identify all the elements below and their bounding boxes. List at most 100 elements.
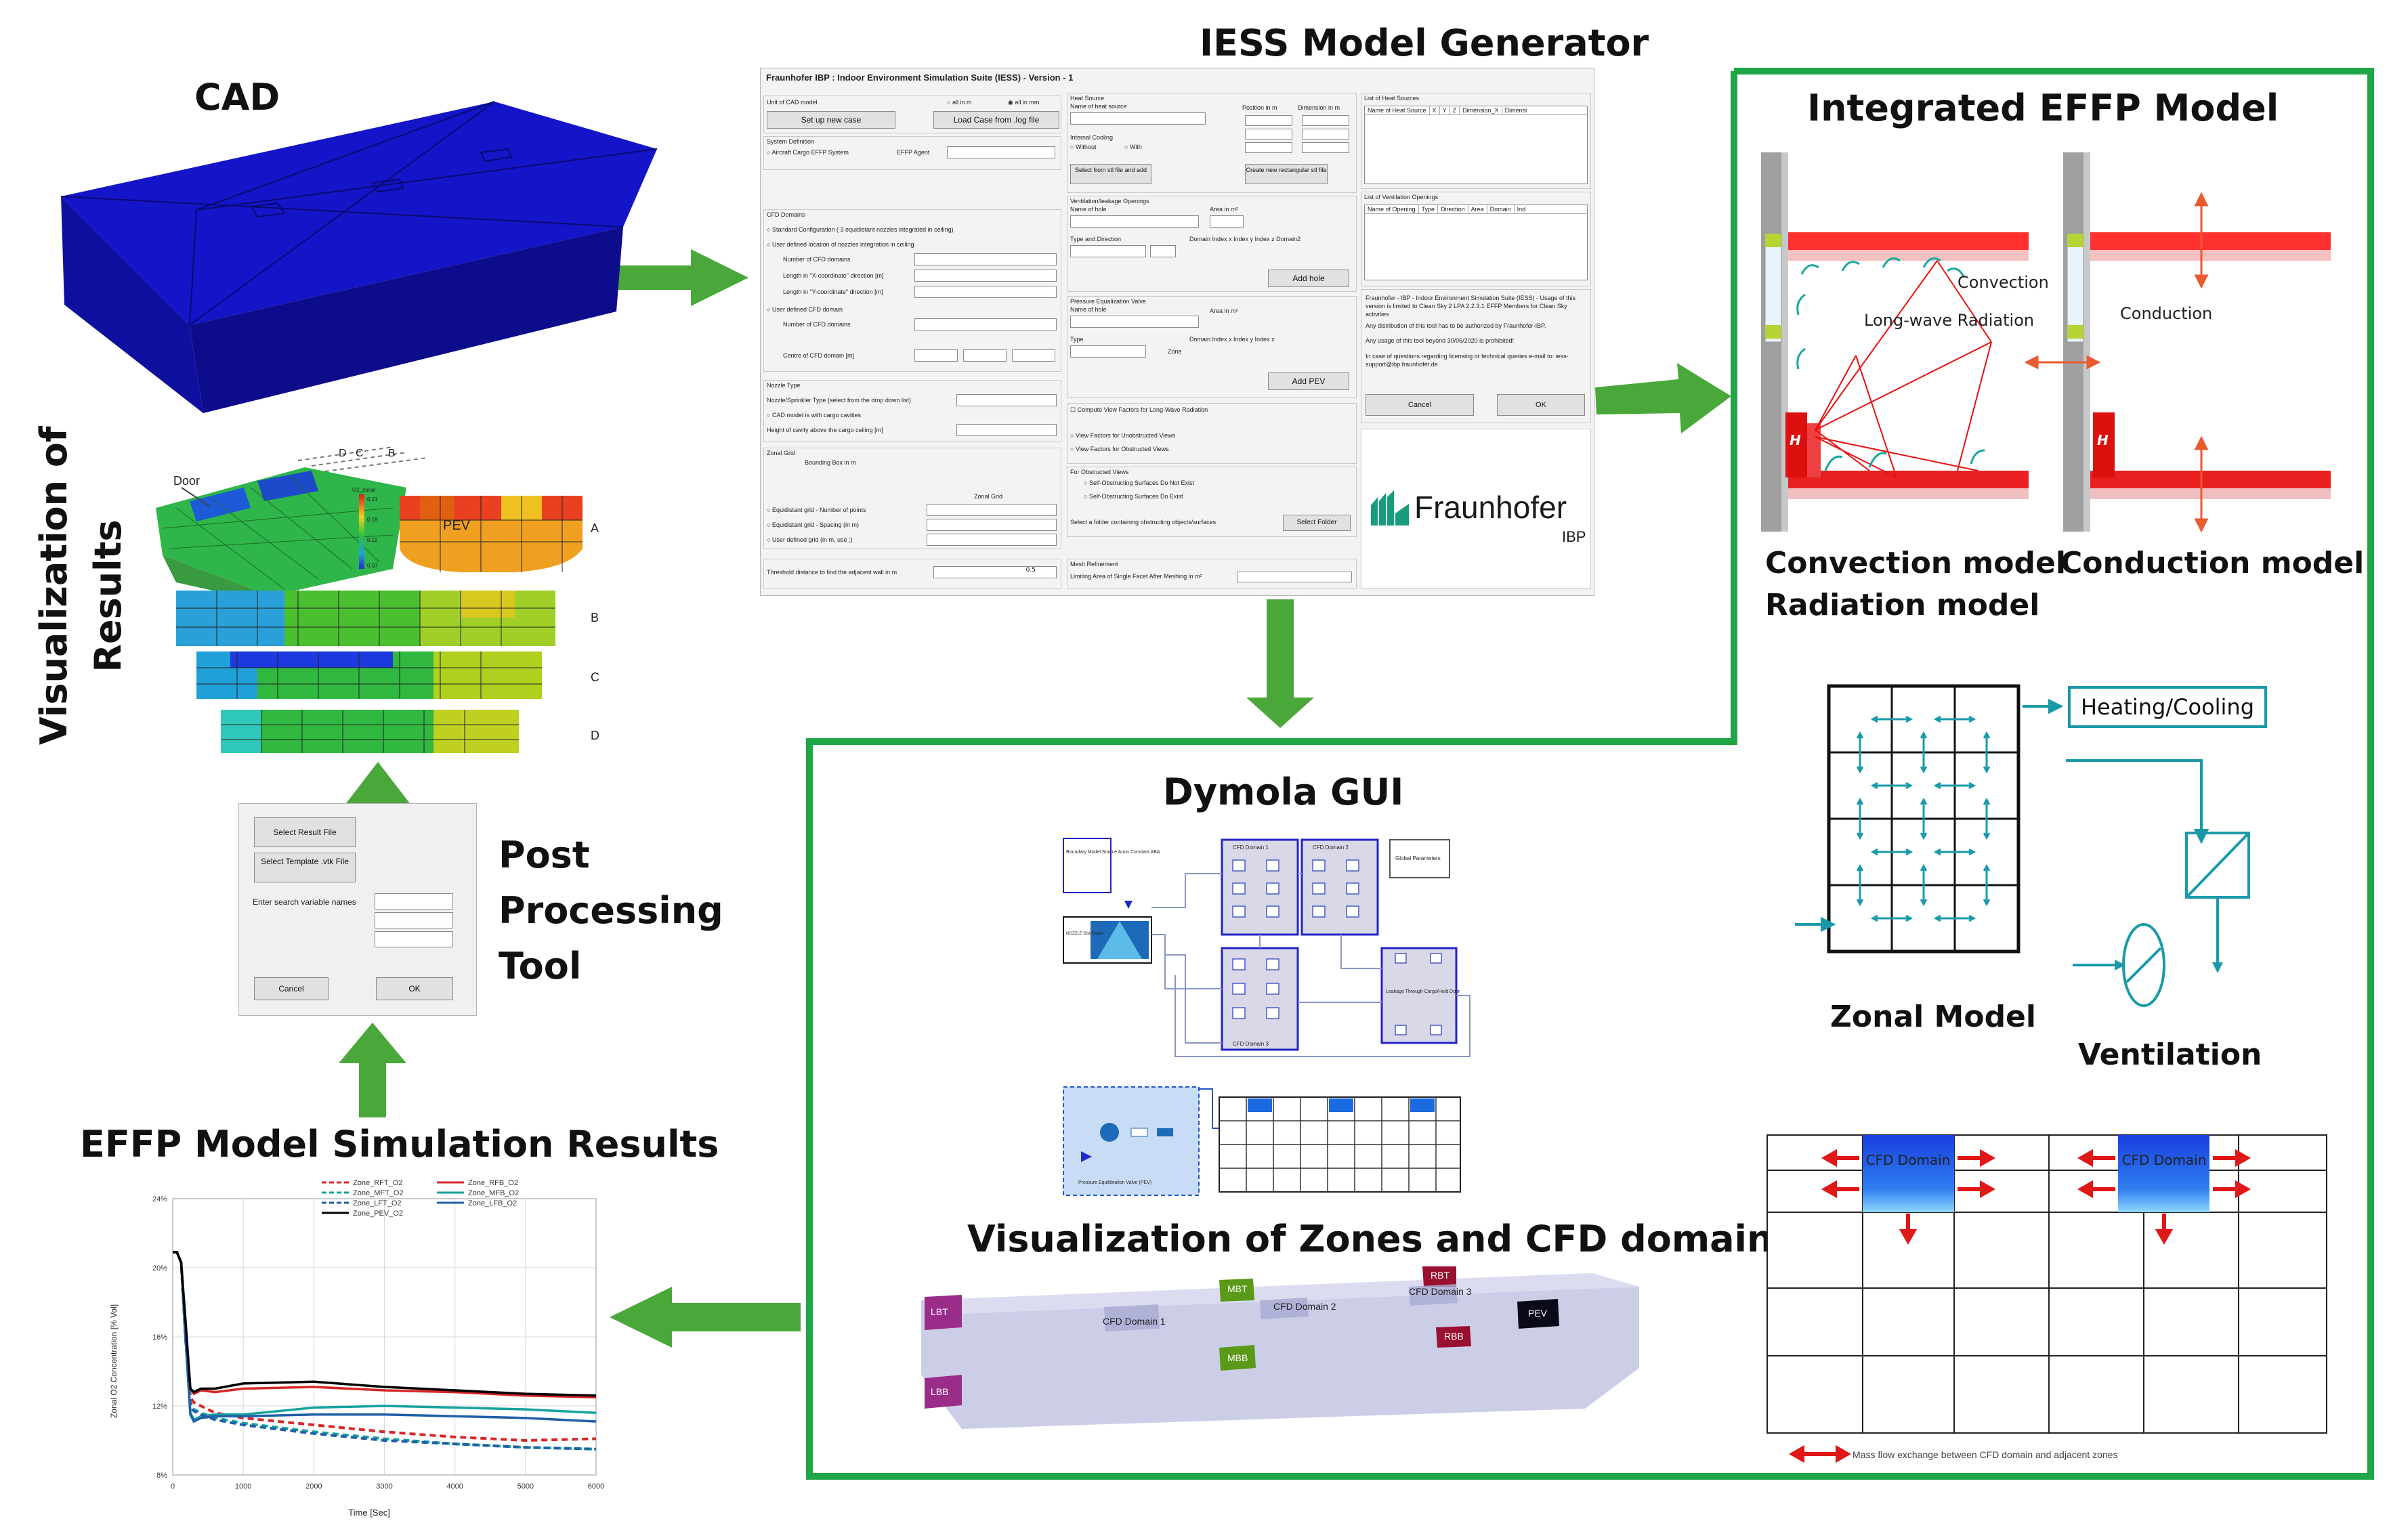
self-ex-radio[interactable]: ○ Self-Obstructing Surfaces Do Exist — [1084, 493, 1183, 500]
name-hs-input[interactable] — [1070, 112, 1206, 125]
scale-tick-1: 0.21 — [367, 496, 378, 502]
equi-sp-input[interactable] — [927, 519, 1057, 531]
with-radio[interactable]: ○ With — [1124, 144, 1142, 150]
num-cfd2-input[interactable] — [914, 318, 1057, 330]
list-vent-col-ind: Ind — [1517, 206, 1526, 213]
select-folder-label: Select a folder containing obstructing o… — [1070, 519, 1216, 526]
post-ok-button[interactable]: OK — [376, 977, 453, 1000]
pev-type-select[interactable] — [1070, 345, 1146, 358]
pos-m-label: Position in m — [1242, 104, 1277, 111]
name-hole-input[interactable] — [1070, 215, 1199, 228]
nozzle-select[interactable] — [956, 394, 1057, 406]
chart-legend-label: Zone_PEV_O2 — [353, 1210, 403, 1218]
centre-z-input[interactable] — [1012, 349, 1055, 362]
scale-tick-4: 0.07 — [367, 563, 378, 569]
dim-x-input[interactable] — [1302, 115, 1349, 126]
cad-cav-check[interactable]: ○ CAD model is with cargo cavities — [767, 412, 861, 419]
iess-ok-button[interactable]: OK — [1497, 394, 1585, 416]
standard-cfg-radio[interactable]: ○ Standard Configuration ( 3 equidistant… — [767, 226, 954, 233]
unit-mm-radio[interactable]: ◉ all in mm — [1008, 99, 1040, 106]
add-pev-button[interactable]: Add PEV — [1268, 372, 1349, 390]
vf-obs-radio[interactable]: ○ View Factors for Obstructed Views — [1070, 446, 1169, 452]
zonal-h-arrow-head — [1870, 848, 1878, 856]
section-b-top: B — [388, 448, 396, 459]
zonal-v-arrow-head — [1983, 766, 1991, 774]
num-cfd-input[interactable] — [914, 253, 1057, 265]
list-hs-group: List of Heat Sources Name of Heat Source… — [1361, 93, 1591, 189]
equi-pts-input[interactable] — [927, 504, 1057, 516]
heating-cooling-label: Heating/Cooling — [2081, 694, 2254, 720]
equi-sp-radio[interactable]: ○ Equidistant grid - Spacing (in m) — [767, 521, 859, 528]
list-vent-table[interactable]: Name of Opening Type Direction Area Doma… — [1364, 205, 1588, 280]
add-hole-button[interactable]: Add hole — [1268, 270, 1349, 287]
post-cancel-button[interactable]: Cancel — [254, 977, 329, 1000]
zonal-v-arrow-head — [1983, 797, 1991, 805]
search-variable-input-1[interactable] — [375, 893, 453, 910]
dim-y-input[interactable] — [1302, 129, 1349, 140]
pos-z-input[interactable] — [1245, 142, 1292, 153]
zonal-v-arrow-head — [1856, 899, 1864, 907]
int-cool-label: Internal Cooling — [1070, 134, 1114, 141]
dymola-leakage-label: Leakage Through Cargo/Hold Door — [1386, 989, 1460, 994]
search-variable-input-3[interactable] — [375, 931, 453, 947]
type-select[interactable] — [1070, 245, 1146, 257]
pev-name-input[interactable] — [1070, 316, 1199, 328]
chart-y-tick: 24% — [152, 1195, 167, 1203]
post-title-line2: Processing — [499, 889, 723, 932]
user-loc-radio[interactable]: ○ User defined location of nozzles integ… — [767, 241, 914, 248]
fraunhofer-logo: Fraunhofer IBP — [1361, 429, 1591, 589]
unit-m-radio[interactable]: ○ all in m — [947, 99, 972, 106]
compute-vf-check[interactable]: ☐ Compute View Factors for Long-Wave Rad… — [1070, 406, 1208, 413]
select-template-button[interactable]: Select Template .vtk File — [254, 853, 356, 882]
system-group: System Definition ○ Aircraft Cargo EFFP … — [763, 136, 1061, 170]
centre-cfd-label: Centre of CFD domain [m] — [783, 352, 855, 359]
effp-agent-select[interactable] — [947, 146, 1055, 158]
setup-case-button[interactable]: Set up new case — [767, 111, 895, 129]
len-y-input[interactable] — [914, 286, 1057, 298]
user-grid-input[interactable] — [927, 534, 1057, 546]
equi-pts-radio[interactable]: ○ Equidistant grid - Number of points — [767, 507, 866, 513]
user-cfd-radio[interactable]: ○ User defined CFD domain — [767, 306, 843, 313]
list-hs-col-name: Name of Heat Source — [1365, 106, 1430, 114]
chart-x-axis-label: Time [Sec] — [348, 1507, 390, 1518]
search-variable-input-2[interactable] — [375, 912, 453, 928]
chart-lines — [173, 1251, 597, 1451]
select-stl-button[interactable]: Select from stl file and add — [1070, 164, 1151, 184]
without-radio[interactable]: ○ Without — [1070, 144, 1097, 150]
centre-x-input[interactable] — [914, 349, 958, 362]
select-result-button[interactable]: Select Result File — [254, 817, 356, 847]
dim-z-input[interactable] — [1302, 142, 1349, 153]
pos-x-input[interactable] — [1245, 115, 1292, 126]
create-rect-button[interactable]: Create new rectangular stl file — [1245, 164, 1328, 184]
conduction-label: Conduction — [2120, 304, 2212, 323]
dir-select[interactable] — [1150, 245, 1176, 257]
list-hs-col-dimx: Dimension_X — [1460, 106, 1502, 114]
load-case-button[interactable]: Load Case from .log file — [933, 111, 1059, 129]
threshold-input[interactable]: 0.5 — [933, 566, 1057, 578]
user-grid-radio[interactable]: ○ User defined grid (in m, use ;) — [767, 536, 853, 543]
aircraft-radio[interactable]: ○ Aircraft Cargo EFFP System — [767, 149, 849, 156]
dymola-cfd2-label: CFD Domain 2 — [1313, 844, 1349, 851]
cavity-h-input[interactable] — [956, 424, 1057, 436]
iess-window: Fraunhofer IBP : Indoor Environment Simu… — [760, 68, 1594, 596]
centre-y-input[interactable] — [963, 349, 1007, 362]
list-hs-table[interactable]: Name of Heat Source X Y Z Dimension_X Di… — [1364, 106, 1588, 184]
scale-tick-3: 0.12 — [367, 537, 378, 543]
area-input[interactable] — [1210, 215, 1244, 228]
zone-mbb: MBB — [1227, 1352, 1248, 1363]
self-not-radio[interactable]: ○ Self-Obstructing Surfaces Do Not Exist — [1084, 479, 1194, 486]
limit-area-input[interactable] — [1237, 572, 1352, 582]
vf-unobs-radio[interactable]: ○ View Factors for Unobstructed Views — [1070, 432, 1176, 439]
chart-series-Zone_LFT_O2 — [173, 1251, 597, 1451]
iess-cancel-button[interactable]: Cancel — [1366, 394, 1474, 416]
len-y-label: Length in "Y-coordinate" direction [m] — [783, 288, 883, 295]
len-x-label: Length in "X-coordinate" direction [m] — [783, 272, 884, 279]
select-folder-button[interactable]: Select Folder — [1283, 515, 1351, 531]
longwave-label: Long-wave Radiation — [1864, 311, 2034, 330]
pos-y-input[interactable] — [1245, 129, 1292, 140]
zonal-v-arrow-head — [1856, 766, 1864, 774]
dim-m-label: Dimension in m — [1298, 104, 1340, 111]
zonal-h-arrow-head — [1905, 914, 1913, 922]
pev-area-label: Area in m² — [1210, 307, 1238, 314]
len-x-input[interactable] — [914, 270, 1057, 282]
